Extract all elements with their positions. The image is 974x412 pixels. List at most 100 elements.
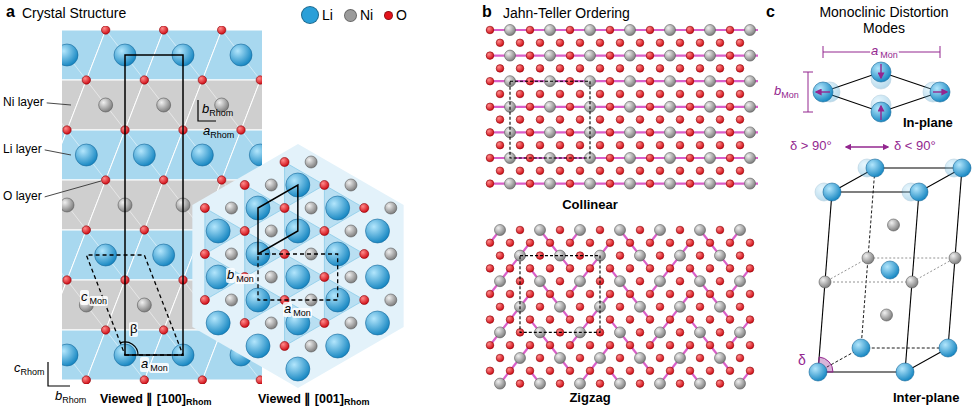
o-atom bbox=[656, 303, 664, 311]
panel-title: Monoclinic Distortion Modes bbox=[808, 4, 960, 36]
unit-cell bbox=[520, 256, 600, 333]
o-atom bbox=[696, 65, 704, 73]
ni-atom bbox=[615, 378, 626, 389]
o-atom bbox=[486, 52, 494, 60]
o-atom bbox=[256, 376, 262, 384]
o-atom bbox=[676, 329, 684, 337]
o-atom bbox=[716, 65, 724, 73]
octahedron-edge bbox=[260, 80, 262, 130]
o-atom bbox=[646, 103, 654, 111]
o-atom bbox=[616, 303, 624, 311]
rhombohedral-cell bbox=[258, 185, 298, 254]
octahedron-face bbox=[285, 162, 325, 208]
o-atom bbox=[736, 39, 744, 47]
ni-atom bbox=[695, 327, 706, 338]
o-atom bbox=[706, 367, 714, 375]
o-atom bbox=[576, 90, 584, 98]
o-atom bbox=[526, 103, 534, 111]
li-atom bbox=[866, 159, 884, 177]
axis-label: b bbox=[226, 268, 235, 283]
li-atom bbox=[871, 62, 891, 82]
o-atom bbox=[636, 39, 644, 47]
ni-atom bbox=[305, 156, 317, 168]
o-atom bbox=[726, 180, 734, 188]
ni-atom bbox=[495, 225, 506, 236]
ni-atom bbox=[819, 276, 831, 288]
o-atom bbox=[646, 290, 654, 298]
o-atom bbox=[636, 277, 644, 285]
ni-atom bbox=[505, 50, 516, 61]
o-atom bbox=[686, 103, 694, 111]
ni-atom bbox=[625, 127, 636, 138]
legend-text: O bbox=[396, 7, 407, 23]
o-atom bbox=[280, 204, 289, 213]
o-atom bbox=[686, 316, 694, 324]
o-atom bbox=[706, 239, 714, 247]
o-atom bbox=[506, 367, 514, 375]
o-atom bbox=[556, 380, 564, 388]
top-view-structure bbox=[192, 144, 403, 388]
o-atom bbox=[686, 154, 694, 162]
o-atom bbox=[556, 226, 564, 234]
o-atom bbox=[656, 167, 664, 175]
o-atom bbox=[726, 367, 734, 375]
li-atom bbox=[326, 196, 350, 220]
o-atom bbox=[576, 39, 584, 47]
o-atom bbox=[586, 316, 594, 324]
monoclinic-cell bbox=[86, 255, 183, 355]
o-atom bbox=[140, 226, 148, 234]
li-atom bbox=[286, 357, 310, 381]
ni-atom bbox=[265, 271, 277, 283]
o-atom bbox=[82, 76, 90, 84]
o-atom bbox=[566, 52, 574, 60]
o-atom bbox=[656, 39, 664, 47]
beta-arc bbox=[120, 342, 138, 355]
li-atom bbox=[230, 44, 252, 66]
o-atom bbox=[666, 290, 674, 298]
axis-subscript: Mon bbox=[879, 50, 899, 60]
o-atom bbox=[516, 226, 524, 234]
o-atom bbox=[726, 103, 734, 111]
ni-atom bbox=[655, 276, 666, 287]
o-atom bbox=[556, 39, 564, 47]
o-atom bbox=[496, 90, 504, 98]
o-atom bbox=[566, 180, 574, 188]
layer-label: Ni layer bbox=[3, 96, 44, 110]
ni-atom bbox=[615, 276, 626, 287]
rhombohedral-cell bbox=[125, 55, 183, 355]
o-atom bbox=[576, 354, 584, 362]
axis-label: a bbox=[283, 302, 292, 317]
ordering-caption: Collinear bbox=[562, 198, 618, 213]
ni-atom bbox=[515, 353, 526, 364]
jahn-teller-lattices bbox=[486, 25, 758, 390]
o-atom bbox=[726, 341, 734, 349]
li-atom bbox=[852, 339, 870, 357]
li-atom bbox=[133, 144, 155, 166]
o-atom bbox=[82, 226, 90, 234]
ni-atom bbox=[705, 101, 716, 112]
octahedron-edge bbox=[86, 80, 125, 130]
o-atom bbox=[596, 90, 604, 98]
o-atom bbox=[536, 65, 544, 73]
cell-outline-back bbox=[861, 168, 875, 348]
legend-swatch bbox=[384, 11, 393, 20]
ni-atom bbox=[705, 153, 716, 164]
o-atom bbox=[516, 116, 524, 124]
o-atom bbox=[496, 39, 504, 47]
cell-midplane bbox=[825, 258, 955, 282]
ni-atom bbox=[745, 153, 756, 164]
cell-outline bbox=[818, 192, 832, 372]
ni-atom bbox=[745, 76, 756, 87]
ni-atom bbox=[495, 327, 506, 338]
o-atom bbox=[666, 367, 674, 375]
panel-letter: c bbox=[766, 3, 775, 21]
ni-atom bbox=[675, 250, 686, 261]
o-atom bbox=[526, 341, 534, 349]
li-atom bbox=[813, 82, 833, 102]
angle-label: δ bbox=[798, 352, 806, 368]
o-atom bbox=[556, 116, 564, 124]
view-caption: Viewed ∥ [100] bbox=[100, 392, 186, 406]
li-atom bbox=[366, 311, 390, 335]
o-atom bbox=[616, 141, 624, 149]
o-atom bbox=[217, 176, 225, 184]
